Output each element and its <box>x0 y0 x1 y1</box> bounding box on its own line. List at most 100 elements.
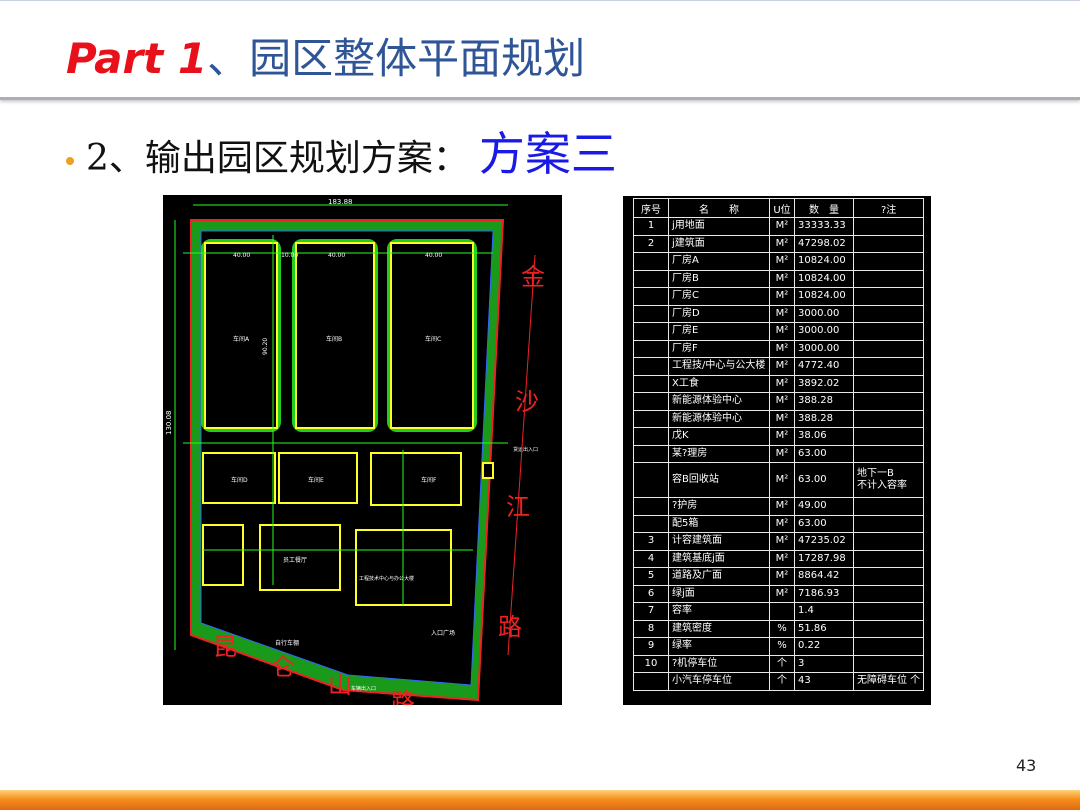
cell-qty: 3000.00 <box>794 322 854 341</box>
cell-name: 厂房E <box>668 322 770 341</box>
cell-unit <box>769 602 795 621</box>
slide-title: Part 1、园区整体平面规划 <box>66 31 585 87</box>
cell-no <box>633 427 669 446</box>
cell-note <box>852 357 925 376</box>
cell-name: 厂房A <box>668 252 770 271</box>
dim-bay-3: 40.00 <box>425 252 442 259</box>
cell-unit: 个 <box>769 654 795 673</box>
cell-name: j建筑面 <box>668 234 770 253</box>
cell-no <box>633 672 669 691</box>
cell-no: 10 <box>633 654 669 673</box>
title-part: Part 1 <box>66 34 208 83</box>
dim-height: 130.08 <box>165 411 173 436</box>
bullet-text: 2、输出园区规划方案： <box>86 138 469 179</box>
cell-qty: 38.06 <box>794 427 854 446</box>
cell-name: 小汽车停车位 <box>668 672 770 691</box>
cell-note <box>852 444 925 463</box>
slide-header: Part 1、园区整体平面规划 <box>0 0 1080 100</box>
cell-unit: M² <box>769 427 795 446</box>
cell-unit: M² <box>769 532 795 551</box>
cell-no: 8 <box>633 619 669 638</box>
cell-note <box>852 584 925 603</box>
cell-no: 5 <box>633 567 669 586</box>
cell-unit: % <box>769 637 795 656</box>
cell-unit: M² <box>769 567 795 586</box>
cell-no <box>633 444 669 463</box>
cell-note <box>852 549 925 568</box>
label-plant-e: 车间E <box>308 476 324 484</box>
cell-qty: 3892.02 <box>794 374 854 393</box>
dim-bay-1: 40.00 <box>233 252 250 259</box>
cell-name: 新能源体验中心 <box>668 409 770 428</box>
cell-qty: 10824.00 <box>794 269 854 288</box>
cell-note <box>852 602 925 621</box>
cell-note <box>852 374 925 393</box>
cell-unit: % <box>769 619 795 638</box>
cell-unit: M² <box>769 322 795 341</box>
cell-qty: 10824.00 <box>794 287 854 306</box>
cell-no <box>633 287 669 306</box>
cell-name: ?机停车位 <box>668 654 770 673</box>
cell-no: 2 <box>633 234 669 253</box>
cell-note <box>852 269 925 288</box>
cell-name: 建筑密度 <box>668 619 770 638</box>
cell-no <box>633 409 669 428</box>
cell-unit: M² <box>769 409 795 428</box>
cell-no <box>633 357 669 376</box>
cell-qty: 33333.33 <box>794 217 854 236</box>
cell-qty: 51.86 <box>794 619 854 638</box>
col-header-note: ?注 <box>852 198 925 218</box>
cell-qty: 3000.00 <box>794 339 854 358</box>
cell-name: 新能源体验中心 <box>668 392 770 411</box>
col-header-qty: 数 量 <box>794 198 854 218</box>
cell-name: 戊K <box>668 427 770 446</box>
cell-qty: 388.28 <box>794 409 854 428</box>
cell-note <box>852 409 925 428</box>
cell-no: 7 <box>633 602 669 621</box>
label-plant-f: 车间F <box>421 476 437 484</box>
cell-unit: M² <box>769 252 795 271</box>
col-header-name: 名 称 <box>668 198 770 218</box>
title-text: 、园区整体平面规划 <box>207 34 586 83</box>
cell-name: 容B回收站 <box>668 462 770 498</box>
label-plant-c: 车间C <box>425 335 441 343</box>
cell-unit: M² <box>769 462 795 498</box>
cell-name: 厂房D <box>668 304 770 323</box>
cell-qty: 0.22 <box>794 637 854 656</box>
label-entrance-south: 车辆出入口 <box>351 685 376 692</box>
cell-no <box>633 392 669 411</box>
cell-note <box>852 287 925 306</box>
cell-name: 厂房C <box>668 287 770 306</box>
cell-name: 建筑基底j面 <box>668 549 770 568</box>
bullet-item: 2、输出园区规划方案：方案三 <box>66 126 617 187</box>
dim-gap: 10.00 <box>281 252 298 259</box>
cell-name: 绿率 <box>668 637 770 656</box>
cell-qty: 43 <box>794 672 854 691</box>
cell-name: X工食 <box>668 374 770 393</box>
cell-no <box>633 497 669 516</box>
cell-qty: 3 <box>794 654 854 673</box>
cell-note <box>852 427 925 446</box>
cell-unit: M² <box>769 304 795 323</box>
cell-note <box>852 234 925 253</box>
cell-unit: M² <box>769 357 795 376</box>
label-office: 工程技术中心与办公大楼 <box>359 575 414 582</box>
cell-name: 工程技/中心与公大楼 <box>668 357 770 376</box>
cell-no <box>633 269 669 288</box>
cell-name: 配5箱 <box>668 514 770 533</box>
cell-no <box>633 462 669 498</box>
